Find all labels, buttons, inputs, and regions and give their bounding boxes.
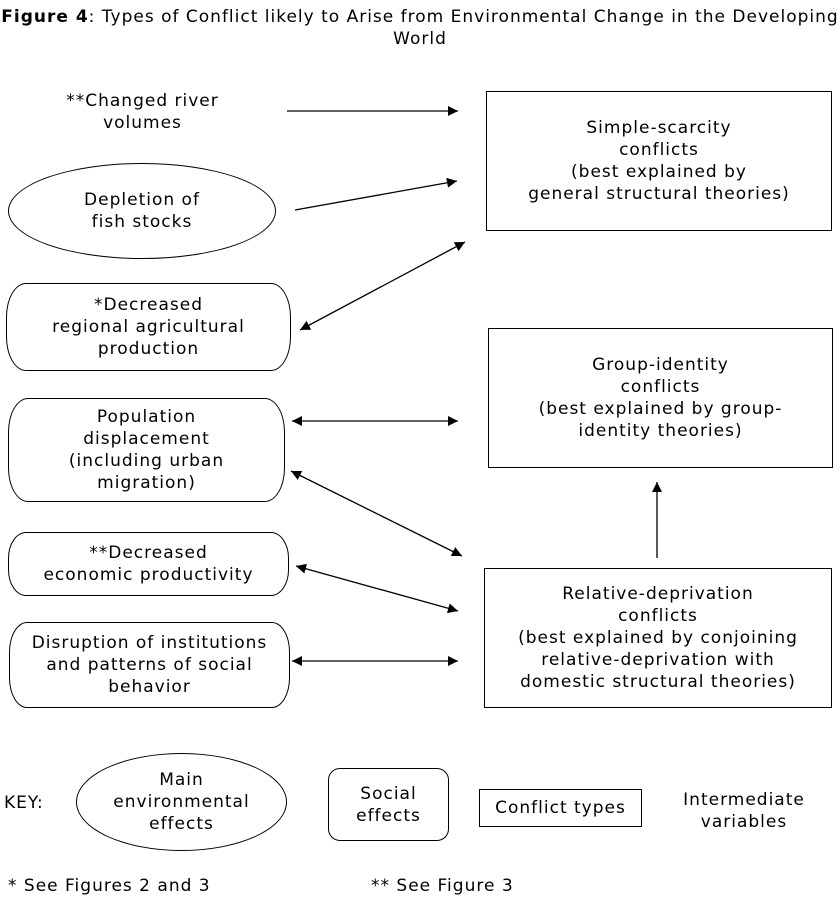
arrow-population-relative-bidirectional (290, 470, 463, 557)
node-relative-deprivation-conflicts: Relative-deprivation conflicts (best exp… (484, 568, 832, 708)
node-disruption-of-institutions: Disruption of institutions and patterns … (9, 622, 290, 708)
footnote-double-asterisk: ** See Figure 3 (371, 876, 514, 896)
figure-caption: : Types of Conflict likely to Arise from… (88, 7, 839, 49)
node-changed-river-volumes: **Changed river volumes (66, 91, 219, 133)
arrow-economic-relative-bidirectional (295, 563, 459, 614)
node-decreased-agricultural-production: *Decreased regional agricultural product… (6, 283, 291, 371)
key-social-effects: Social effects (328, 768, 449, 841)
figure-number: Figure 4 (1, 7, 89, 27)
node-group-identity-conflicts: Group-identity conflicts (best explained… (488, 328, 833, 468)
key-intermediate-variables: Intermediate variables (683, 790, 805, 832)
node-depletion-fish-stocks: Depletion of fish stocks (8, 163, 276, 259)
node-simple-scarcity-conflicts: Simple-scarcity conflicts (best explaine… (486, 91, 832, 231)
footnote-single-asterisk: * See Figures 2 and 3 (8, 876, 211, 896)
node-population-displacement: Population displacement (including urban… (8, 398, 285, 502)
key-conflict-types: Conflict types (479, 789, 642, 827)
key-label: KEY: (4, 793, 44, 813)
arrow-fish-to-simple (294, 177, 458, 211)
figure-title: Figure 4: Types of Conflict likely to Ar… (0, 6, 840, 50)
arrow-agri-simple-bidirectional (299, 241, 466, 331)
node-decreased-economic-productivity: **Decreased economic productivity (8, 532, 289, 596)
key-main-environmental-effects: Main environmental effects (76, 753, 287, 851)
